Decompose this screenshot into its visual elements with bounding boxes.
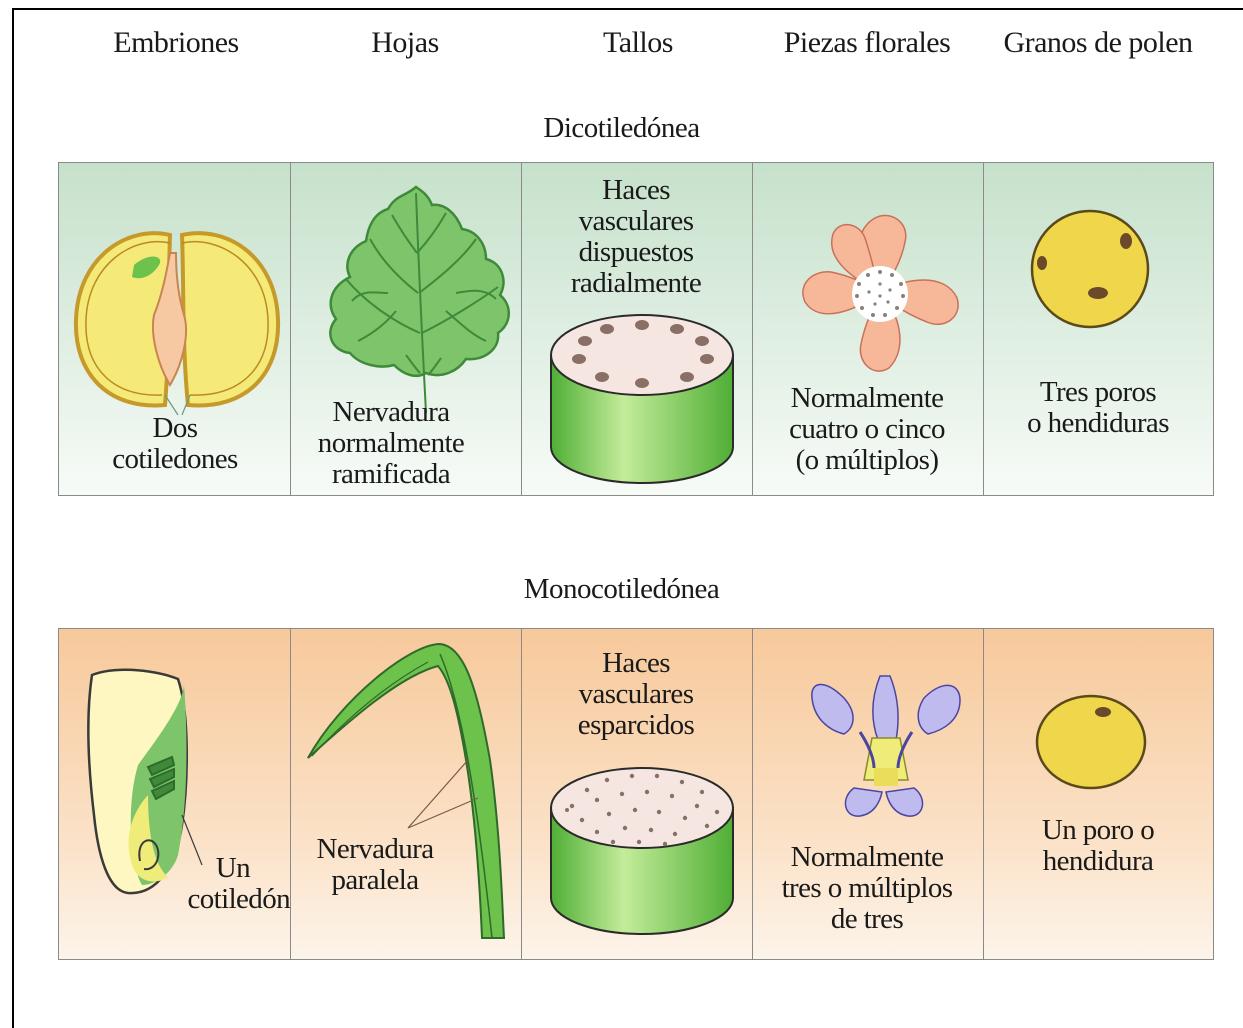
- column-header-piezas-florales: Piezas florales: [762, 26, 972, 66]
- monocot-title: Monocotiledónea: [0, 573, 1243, 606]
- dicot-pollen-illustration: [1028, 207, 1154, 333]
- divider: [752, 629, 753, 959]
- divider: [752, 163, 753, 495]
- dicot-leaf-illustration: [316, 183, 516, 418]
- dicot-flower-illustration: [795, 212, 965, 377]
- divider: [983, 629, 984, 959]
- divider: [521, 629, 522, 959]
- column-header-tallos: Tallos: [578, 26, 698, 66]
- dicot-stem-illustration: [547, 307, 737, 487]
- divider: [983, 163, 984, 495]
- dicot-title: Dicotiledónea: [0, 112, 1243, 145]
- column-header-hojas: Hojas: [345, 26, 465, 66]
- divider: [521, 163, 522, 495]
- column-header-granos-de-polen: Granos de polen: [984, 26, 1212, 66]
- monocot-stem-illustration: [547, 760, 737, 938]
- divider: [290, 629, 291, 959]
- column-header-embriones: Embriones: [96, 26, 256, 66]
- monocot-pollen-illustration: [1033, 690, 1149, 790]
- monocot-flower-illustration: [804, 668, 969, 826]
- divider: [290, 163, 291, 495]
- monocot-leaf-illustration: [300, 640, 510, 945]
- dicot-embryo-illustration: [70, 225, 285, 425]
